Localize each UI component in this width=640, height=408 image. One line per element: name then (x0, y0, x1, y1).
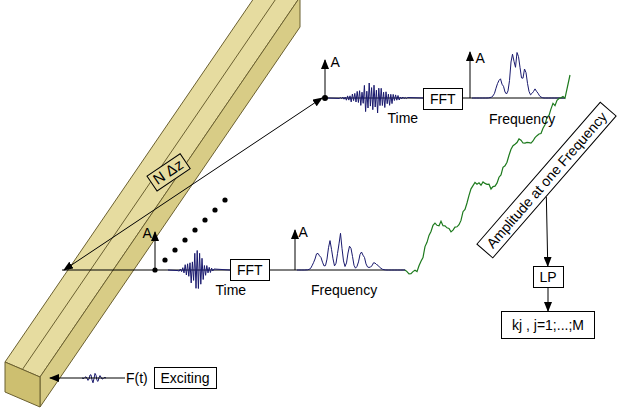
dimension-line (64, 98, 322, 270)
box-text: FFT (430, 91, 456, 107)
box-text: FFT (237, 262, 263, 278)
box-text: Amplitude at one Frequency (483, 109, 610, 252)
sensor-dot (182, 237, 187, 242)
sensor-dot (172, 247, 177, 252)
sensor-dots (152, 197, 227, 272)
process-box: kj , j=1;...;M (501, 311, 595, 339)
axis-label: Time (216, 283, 247, 298)
process-box: FFT (230, 259, 270, 281)
force-arrow (50, 378, 125, 379)
sensor-dot (202, 217, 207, 222)
beam-side-face (40, 0, 300, 407)
sensor-dot (212, 207, 217, 212)
top-amplitude-axis (325, 60, 326, 98)
top-spectrum-axis (470, 52, 471, 98)
sensor-dot (162, 257, 167, 262)
box-text: LP (540, 269, 557, 285)
axis-label: A (299, 225, 308, 240)
axis-label: Frequency (311, 283, 377, 298)
top-spectrum (472, 53, 565, 99)
axis-label: A (143, 226, 152, 241)
sensor-dot (152, 267, 157, 272)
process-box: FFT (423, 88, 463, 110)
top-time-signal (328, 83, 423, 113)
process-box: Exciting (154, 367, 217, 389)
axis-label: A (331, 55, 340, 70)
beam-center-line (22, 0, 282, 370)
bottom-spectrum (297, 233, 405, 270)
box-text: Exciting (161, 370, 210, 386)
sensor-dot (192, 227, 197, 232)
axis-label: A (476, 51, 485, 66)
sensor-dot (322, 95, 328, 101)
bottom-amplitude-axis (155, 232, 156, 270)
signal-name: F(t) (126, 371, 148, 386)
flow-arrow (546, 196, 547, 266)
signals (82, 53, 570, 383)
process-box: LP (533, 266, 564, 288)
axis-label: Frequency (489, 112, 555, 127)
box-text: kj , j=1;...;M (512, 317, 584, 333)
flow-arrow (548, 288, 549, 311)
bottom-spectrum-axis (295, 230, 296, 270)
beam-top-face (5, 0, 300, 377)
axis-label: Time (388, 111, 419, 126)
sensor-dot (222, 197, 227, 202)
